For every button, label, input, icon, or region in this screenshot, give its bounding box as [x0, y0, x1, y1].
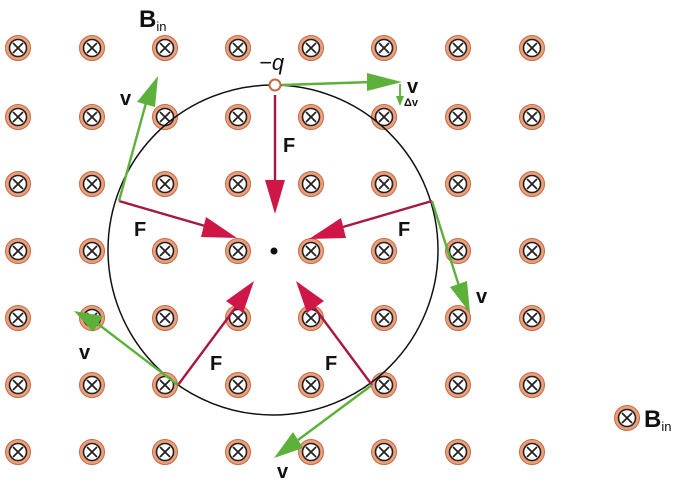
field-into-page-icon: [444, 170, 472, 198]
field-into-page-icon: [78, 371, 106, 399]
force-label-upper-right: F: [398, 219, 410, 241]
field-into-page-icon: [518, 170, 546, 198]
field-into-page-icon: [78, 103, 106, 131]
field-into-page-icon: [4, 103, 32, 131]
field-into-page-icon: [370, 304, 398, 332]
field-into-page-icon: [297, 237, 325, 265]
velocity-arrow-upper-right: [430, 200, 470, 313]
field-into-page-icon: [297, 34, 325, 62]
velocity-arrow-bottom: [274, 384, 373, 458]
force-label-top: F: [283, 135, 295, 157]
charge-label: −q: [259, 50, 285, 75]
field-into-page-icon: [370, 170, 398, 198]
field-into-page-icon: [297, 371, 325, 399]
field-into-page-icon: [444, 237, 472, 265]
field-into-page-icon: [518, 34, 546, 62]
field-into-page-icon: [4, 237, 32, 265]
field-into-page-icon: [518, 304, 546, 332]
field-into-page-icon: [444, 103, 472, 131]
velocity-label-upper-left: v: [120, 88, 132, 110]
field-into-page-icon: [444, 34, 472, 62]
legend-field-into-page-icon: [613, 404, 641, 432]
field-into-page-icon: [370, 237, 398, 265]
field-into-page-icon: [151, 304, 179, 332]
field-into-page-icon: [4, 170, 32, 198]
velocity-label-left: v: [79, 342, 91, 364]
b-field-label: Bin: [139, 6, 166, 34]
field-into-page-icon: [297, 170, 325, 198]
field-into-page-icon: [518, 103, 546, 131]
legend-label: Bin: [644, 406, 671, 434]
force-label-upper-left: F: [134, 219, 146, 241]
force-label-lower-left: F: [210, 353, 222, 375]
force-arrow-upper-left: [118, 199, 237, 238]
field-into-page-icon: [151, 438, 179, 466]
velocity-arrow-upper-left: [117, 76, 158, 202]
field-into-page-icon: [78, 237, 106, 265]
field-into-page-icon: [78, 438, 106, 466]
field-into-page-icon: [4, 304, 32, 332]
field-into-page-icon: [224, 438, 252, 466]
delta-v-label: Δv: [404, 97, 419, 109]
field-into-page-icon: [297, 103, 325, 131]
field-into-page-icon: [151, 237, 179, 265]
velocity-label-right: v: [476, 286, 488, 308]
field-into-page-icon: [224, 371, 252, 399]
force-arrows: [118, 95, 433, 386]
charge-marker: [268, 78, 282, 92]
force-arrow-lower-left: [177, 281, 254, 386]
velocity-label-bottom: v: [277, 461, 289, 483]
field-into-page-icon: [444, 438, 472, 466]
field-into-page-icon: [224, 170, 252, 198]
field-into-page-icon: [518, 237, 546, 265]
field-into-page-icon: [78, 170, 106, 198]
velocity-arrows: [74, 73, 470, 458]
velocity-arrow-top: [281, 73, 402, 91]
force-arrow-top: [265, 95, 285, 214]
field-into-page-icon: [4, 34, 32, 62]
field-into-page-icon: [151, 34, 179, 62]
orbit-center: [270, 247, 278, 255]
field-into-page-icon: [78, 34, 106, 62]
force-arrow-lower-right: [296, 281, 373, 386]
field-into-page-icon: [518, 438, 546, 466]
field-into-page-icon: [370, 103, 398, 131]
velocity-label-top: v: [407, 76, 419, 98]
field-into-page-icon: [370, 371, 398, 399]
field-into-page-icon: [151, 170, 179, 198]
field-into-page-icon: [444, 371, 472, 399]
force-arrow-upper-right: [309, 199, 433, 239]
field-into-page-icon: [4, 371, 32, 399]
field-into-page-icon: [224, 237, 252, 265]
delta-v-arrow: [396, 84, 404, 106]
field-into-page-icon: [297, 438, 325, 466]
field-into-page-icon: [4, 438, 32, 466]
legend: Bin: [613, 404, 671, 434]
field-into-page-icon: [224, 103, 252, 131]
velocity-arrow-left: [74, 311, 179, 386]
field-into-page-icon: [370, 34, 398, 62]
force-label-lower-right: F: [325, 353, 337, 375]
labels: Bin −q v Δv v v v v F F F F F: [79, 6, 488, 483]
field-into-page-icon: [444, 304, 472, 332]
field-into-page-icon: [518, 371, 546, 399]
field-into-page-icon: [370, 438, 398, 466]
field-into-page-icon: [224, 34, 252, 62]
